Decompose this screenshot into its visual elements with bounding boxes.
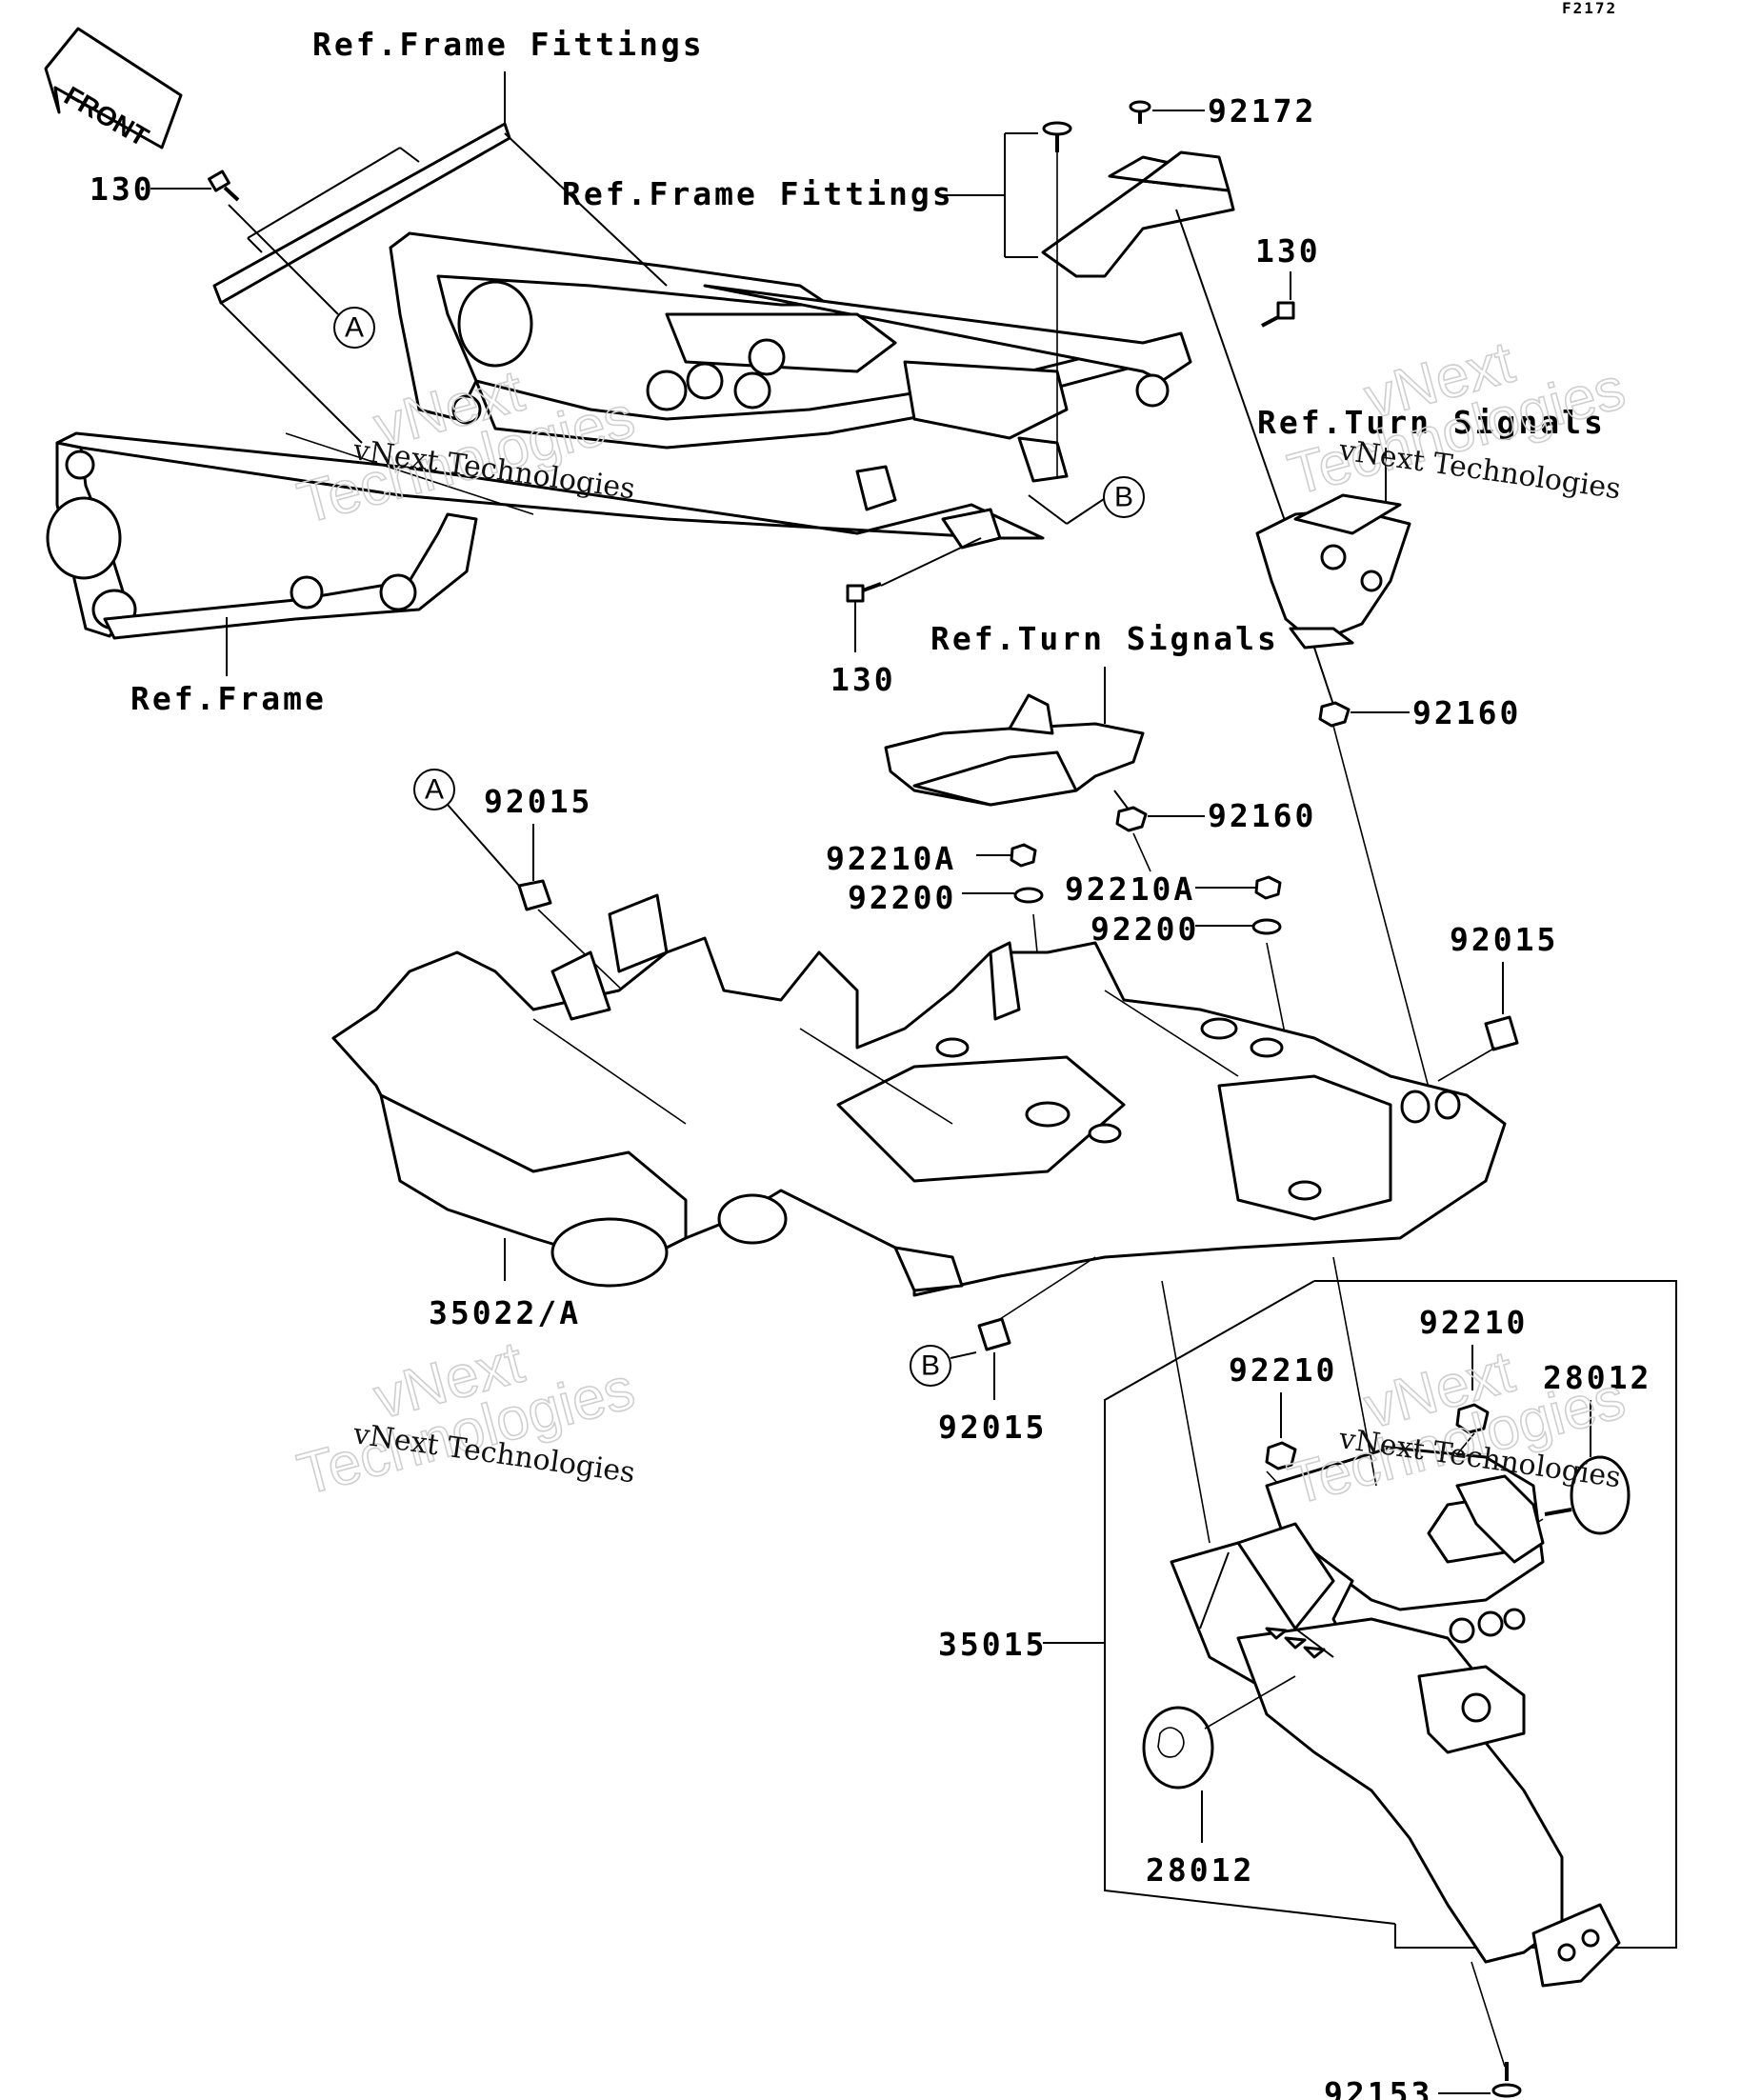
frame-fitting-bracket <box>1041 150 1235 278</box>
ref-circle-a-mid <box>413 769 455 810</box>
watermark-4: vNext Technologies vNext Technologies <box>1281 1338 1632 1518</box>
label-35022a: 35022/A <box>429 1294 581 1331</box>
label-28012-top: 28012 <box>1543 1359 1651 1396</box>
nut-92210a-left <box>1010 843 1037 868</box>
ref-circle-b-top <box>1103 476 1145 518</box>
front-arrow-icon: FRONT <box>44 27 183 152</box>
label-92210a-right: 92210A <box>1065 870 1195 908</box>
assembly-box-left <box>1104 1280 1396 1925</box>
ref-circle-b-bottom <box>910 1345 951 1387</box>
under-tray-35022a <box>331 893 1507 1297</box>
nut-92210-left <box>1265 1441 1297 1470</box>
turn-signal-mid <box>884 693 1145 807</box>
watermark-3: vNext Technologies vNext Technologies <box>290 1329 642 1509</box>
rear-frame <box>46 132 1192 640</box>
reflector-28012-bottom <box>1142 1706 1214 1790</box>
label-ref-frame-fittings-top: Ref.Frame Fittings <box>312 26 705 63</box>
label-ref-turn-signals-mid: Ref.Turn Signals <box>931 620 1279 657</box>
label-ref-frame: Ref.Frame <box>130 680 327 717</box>
label-92160-right: 92160 <box>1412 694 1521 731</box>
screw-92172 <box>1129 100 1151 124</box>
label-92200-right: 92200 <box>1091 910 1199 948</box>
bushing-92015-bottom <box>977 1317 1011 1351</box>
bushing-92015-left <box>517 879 552 911</box>
label-92015-left: 92015 <box>484 783 592 820</box>
label-ref-turn-signals-right: Ref.Turn Signals <box>1257 404 1606 441</box>
washer-92200-right <box>1251 918 1282 935</box>
ref-circle-a-top-label: A <box>345 312 364 344</box>
bolt-130-right <box>1261 301 1295 328</box>
label-28012-bottom: 28012 <box>1146 1851 1254 1889</box>
label-92160-mid: 92160 <box>1208 797 1316 834</box>
label-130-mid: 130 <box>830 661 896 698</box>
nut-92160-right <box>1318 701 1351 728</box>
ref-circle-b-bottom-label: B <box>921 1350 940 1382</box>
nut-92160-mid <box>1115 806 1148 832</box>
label-92200-left: 92200 <box>848 879 956 916</box>
ref-circle-b-top-label: B <box>1114 482 1133 513</box>
reflector-28012-top <box>1544 1455 1631 1535</box>
label-92153: 92153 <box>1324 2075 1432 2100</box>
washer-92200-left <box>1013 887 1044 904</box>
label-92210-right: 92210 <box>1419 1304 1528 1341</box>
label-92210a-left: 92210A <box>826 840 956 877</box>
label-92172: 92172 <box>1208 92 1316 130</box>
label-130-top-left: 130 <box>90 170 155 208</box>
ref-code: F2172 <box>1562 0 1617 17</box>
screw-92153 <box>1491 2062 1522 2098</box>
label-130-right: 130 <box>1255 232 1321 270</box>
label-35015: 35015 <box>938 1626 1047 1663</box>
bolt-130-mid <box>846 582 882 603</box>
bushing-92015-right <box>1484 1015 1519 1051</box>
label-ref-frame-fittings-mid: Ref.Frame Fittings <box>562 175 954 212</box>
ref-circle-a-top <box>333 307 375 349</box>
nut-92210a-right <box>1254 875 1282 900</box>
label-92015-right: 92015 <box>1450 921 1558 958</box>
ref-circle-a-mid-label: A <box>425 774 444 806</box>
assembly-box-right <box>1314 1280 1677 1949</box>
label-92015-bottom: 92015 <box>938 1409 1047 1446</box>
turn-signal-right <box>1255 493 1411 650</box>
rear-fender-35015 <box>1170 1446 1621 1988</box>
bolt-130-top-left <box>208 170 240 202</box>
screw-top-mid <box>1042 121 1072 152</box>
label-92210-left: 92210 <box>1229 1351 1337 1389</box>
nut-92210-right <box>1455 1403 1490 1434</box>
